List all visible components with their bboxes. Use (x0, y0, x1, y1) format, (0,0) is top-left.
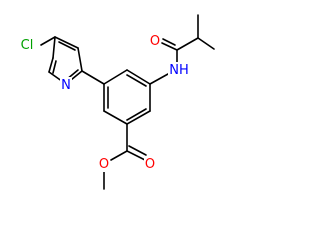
bond (128, 145, 147, 156)
bond (126, 150, 146, 161)
ester-carbonyl-oxygen-label: O (145, 157, 155, 172)
bond (126, 74, 147, 87)
chlorine-label: Cl (21, 38, 34, 53)
bond (110, 150, 128, 161)
bond (40, 36, 56, 46)
amide-oxygen-label: O (150, 34, 160, 49)
molecule-drawing: Cl N NH O O O (16, 14, 215, 190)
bond (162, 38, 176, 46)
bond (103, 110, 128, 125)
bond (176, 37, 199, 51)
bond (81, 70, 105, 85)
bond (77, 47, 83, 72)
bond (52, 60, 57, 74)
ester-methoxy-oxygen-label: O (99, 157, 109, 172)
bond (52, 36, 56, 59)
bond (103, 69, 128, 85)
bond (54, 36, 79, 49)
bond (149, 73, 169, 85)
pyridine-nitrogen-label: N (61, 78, 71, 93)
bonds (40, 14, 215, 190)
bond (126, 110, 151, 125)
bond (126, 108, 147, 121)
structure-svg: Cl N NH O O O (16, 14, 215, 190)
bond (197, 37, 215, 50)
bond (126, 69, 151, 85)
bond (58, 41, 76, 51)
amide-nitrogen-label: NH (169, 63, 189, 78)
bond (48, 57, 54, 73)
atom-labels: Cl N NH O O O (16, 32, 190, 172)
bond (161, 42, 178, 51)
